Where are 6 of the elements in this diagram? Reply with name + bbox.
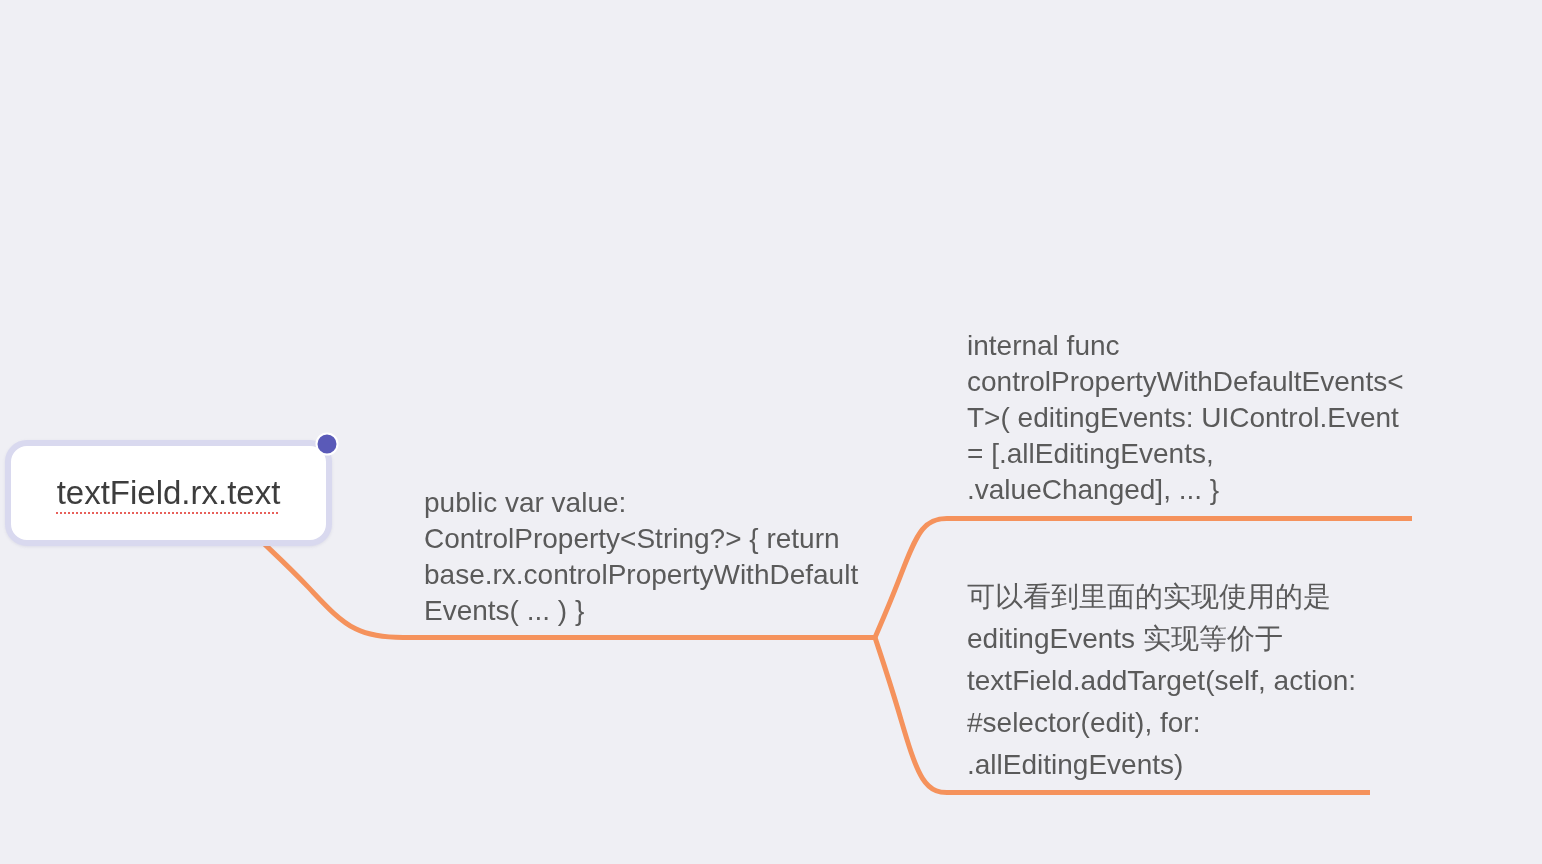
code-text: internal func controlPropertyWithDefaultEvents<T>( editingEvents: UIControl.Event = [.allEditingEvents, .valueChanged], ... } <box>967 329 1405 507</box>
topic-label: textField.rx.text <box>56 474 281 512</box>
note-text: 可以看到里面的实现使用的是 editingEvents 实现等价于 textField.addTarget(self, action: #selector(edit), for: .allEditingEvents) <box>967 580 1358 782</box>
code-text: public var value: ControlProperty<String?> { return base.rx.controlPropertyWithDefaultEvents( ... ) } <box>424 486 860 628</box>
branch-line <box>872 635 955 795</box>
branch-line <box>872 516 955 640</box>
